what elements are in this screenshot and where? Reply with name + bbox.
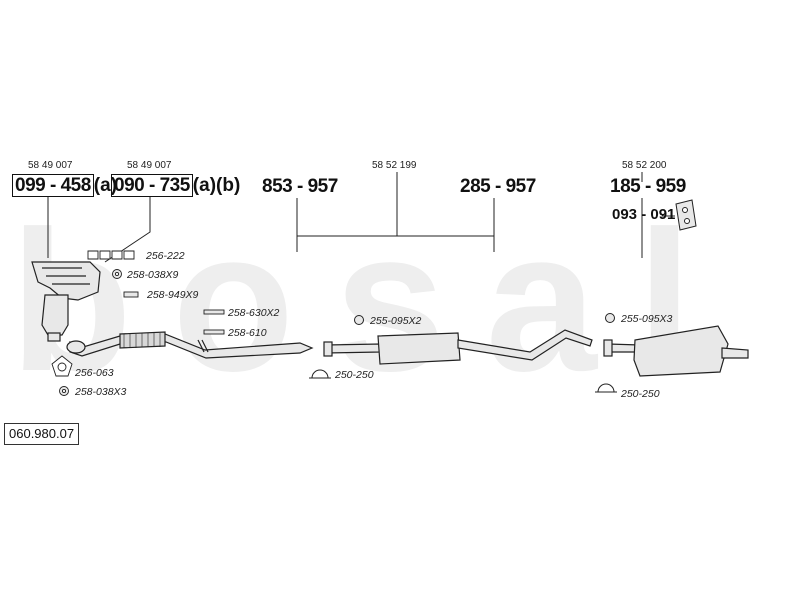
accessory-258-038X9[interactable]: 258-038X9	[127, 269, 179, 281]
flange-gasket-icon	[51, 355, 73, 377]
part-group-front-left[interactable]: 099 - 458(a)	[12, 174, 117, 197]
part-number-middle-front[interactable]: 853 - 957	[262, 176, 338, 197]
part-suffix-front-right: (a)(b)	[192, 175, 241, 196]
gasket-set-icon	[87, 250, 135, 260]
reference-number: 060.980.07	[4, 423, 80, 445]
bolt-icon	[203, 309, 225, 335]
rear-silencer-part[interactable]	[603, 325, 749, 377]
part-number-front-right[interactable]: 090 - 735	[111, 174, 193, 197]
accessory-250-250-mid[interactable]: 250-250	[335, 369, 374, 381]
oem-number-front-right: 58 49 007	[127, 160, 172, 171]
accessory-256-063[interactable]: 256-063	[75, 367, 114, 379]
oem-number-rear: 58 52 200	[622, 160, 667, 171]
clamp-icon	[354, 313, 615, 325]
accessory-258-610[interactable]: 258-610	[228, 327, 267, 339]
rubber-hanger-icon[interactable]	[675, 199, 697, 231]
accessory-256-222[interactable]: 256-222	[146, 250, 185, 262]
pipe-clamp-icon	[309, 369, 617, 393]
manifold-catalyst-part[interactable]	[31, 261, 101, 342]
part-number-middle-rear[interactable]: 285 - 957	[460, 176, 536, 197]
watermark-text: bosal	[10, 190, 732, 413]
accessory-255-095X2[interactable]: 255-095X2	[370, 315, 422, 327]
part-group-front-right[interactable]: 090 - 735(a)(b)	[111, 174, 240, 197]
part-number-front-left[interactable]: 099 - 458	[12, 174, 94, 197]
stud-bolt-icon	[123, 291, 139, 298]
part-number-rear[interactable]: 185 - 959	[610, 176, 686, 197]
leader-lines	[47, 172, 675, 263]
oem-number-middle: 58 52 199	[372, 160, 417, 171]
accessory-250-250-rear[interactable]: 250-250	[621, 388, 660, 400]
part-number-hanger[interactable]: 093 - 091	[612, 206, 676, 223]
front-pipe-part[interactable]	[66, 331, 314, 359]
nut-icon	[59, 269, 122, 396]
middle-silencer-part[interactable]	[323, 329, 593, 365]
oem-number-front-left: 58 49 007	[28, 160, 73, 171]
accessory-255-095X3[interactable]: 255-095X3	[621, 313, 673, 325]
accessory-258-949X9[interactable]: 258-949X9	[147, 289, 199, 301]
accessory-258-038X3[interactable]: 258-038X3	[75, 386, 127, 398]
accessory-258-630X2[interactable]: 258-630X2	[228, 307, 280, 319]
